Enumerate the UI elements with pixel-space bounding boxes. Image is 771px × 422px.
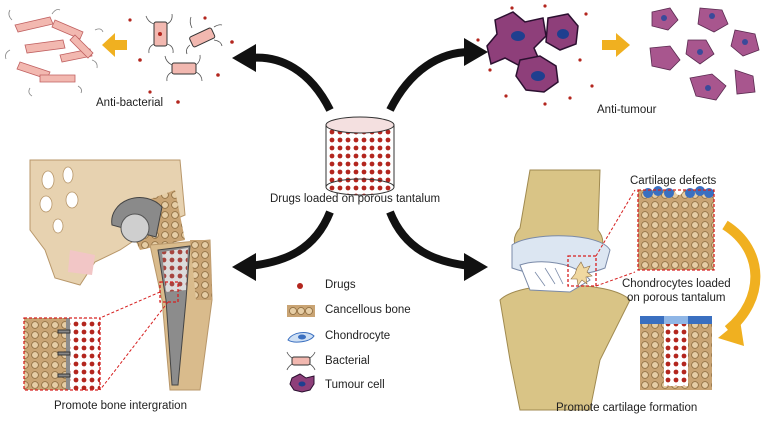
orange-arrow-tumour: [602, 33, 630, 57]
label-cartilage-defects: Cartilage defects: [630, 175, 717, 187]
arrow-to-bone: [232, 210, 334, 281]
dead-bacteria-cluster: [5, 9, 104, 97]
chondrocyte-icon: [287, 332, 315, 343]
dead-tumour-fragments: [649, 7, 760, 101]
knee-illustration: [499, 169, 636, 411]
cartilage-defect-marker: [567, 255, 597, 287]
bacterial-icon: [286, 351, 316, 371]
porous-tantalum-cylinder: [325, 116, 395, 196]
label-chondrocytes-loaded-1: Chondrocytes loaded: [622, 278, 731, 290]
pelvis-illustration: [29, 159, 186, 286]
femur-with-stem: [149, 239, 213, 391]
bone-zoom-inset: [23, 291, 169, 391]
orange-curved-arrow: [718, 220, 761, 346]
orange-arrow-bacteria: [102, 33, 127, 57]
arrow-to-antitumour: [386, 38, 488, 112]
label-anti-bacterial: Anti-bacterial: [96, 97, 164, 109]
drug-dot-icon: [297, 283, 303, 289]
label-chondrocytes-loaded-2: on porous tantalum: [627, 292, 726, 304]
legend-label-tumour-cell: Tumour cell: [325, 379, 385, 391]
legend-label-bacterial: Bacterial: [325, 355, 370, 367]
legend-icons: [286, 283, 316, 393]
legend-label-cancellous-bone: Cancellous bone: [325, 304, 411, 316]
cancellous-bone-icon: [287, 305, 315, 317]
legend-label-drugs: Drugs: [325, 279, 356, 291]
arrow-to-cartilage: [386, 210, 488, 281]
repaired-cartilage-block: [640, 316, 712, 390]
tumour-cell-icon: [289, 373, 315, 393]
label-bone-integration: Promote bone intergration: [54, 400, 187, 412]
label-center: Drugs loaded on porous tantalum: [270, 193, 441, 205]
acetabular-cup: [111, 197, 163, 243]
cartilage-defect-inset: [637, 186, 715, 271]
legend-label-chondrocyte: Chondrocyte: [325, 330, 391, 342]
label-anti-tumour: Anti-tumour: [597, 104, 657, 116]
live-tumour-cells: [476, 4, 594, 106]
arrow-to-antibacterial: [232, 44, 334, 112]
label-cartilage-formation: Promote cartilage formation: [556, 402, 698, 414]
live-bacteria: [128, 13, 234, 104]
